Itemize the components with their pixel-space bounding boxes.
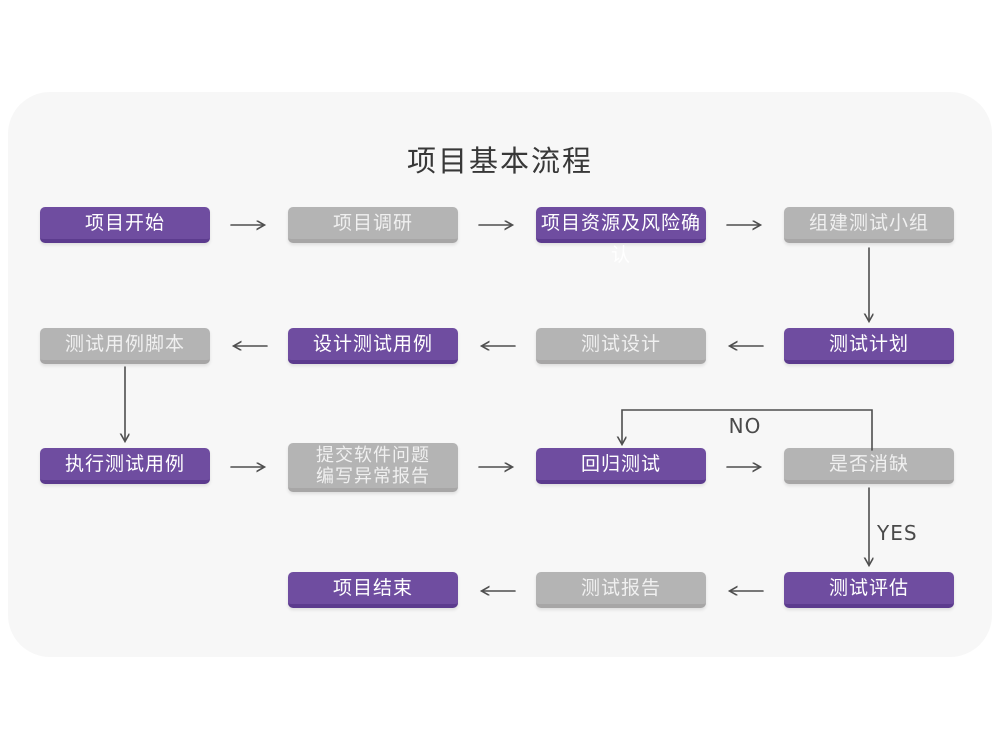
node-defect-cleared: 是否消缺	[784, 448, 954, 484]
node-build-test-team: 组建测试小组	[784, 207, 954, 243]
node-project-end: 项目结束	[288, 572, 458, 608]
node-regression-test: 回归测试	[536, 448, 706, 484]
node-test-case-script: 测试用例脚本	[40, 328, 210, 364]
branch-label-no: NO	[728, 414, 762, 438]
node-test-report: 测试报告	[536, 572, 706, 608]
node-submit-issue-report-line2: 编写异常报告	[316, 465, 430, 487]
node-project-start: 项目开始	[40, 207, 210, 243]
node-submit-issue-report-line1: 提交软件问题	[316, 444, 430, 466]
node-test-evaluation: 测试评估	[784, 572, 954, 608]
node-resource-risk-confirm: 项目资源及风险确认	[536, 207, 706, 266]
diagram-title: 项目基本流程	[406, 144, 593, 178]
flowchart-card	[8, 92, 992, 657]
node-project-research: 项目调研	[288, 207, 458, 243]
node-test-plan: 测试计划	[784, 328, 954, 364]
node-execute-test-case: 执行测试用例	[40, 448, 210, 484]
node-test-design: 测试设计	[536, 328, 706, 364]
node-design-test-case: 设计测试用例	[288, 328, 458, 364]
node-submit-issue-report: 提交软件问题 编写异常报告	[288, 443, 458, 492]
branch-label-yes: YES	[877, 521, 918, 545]
